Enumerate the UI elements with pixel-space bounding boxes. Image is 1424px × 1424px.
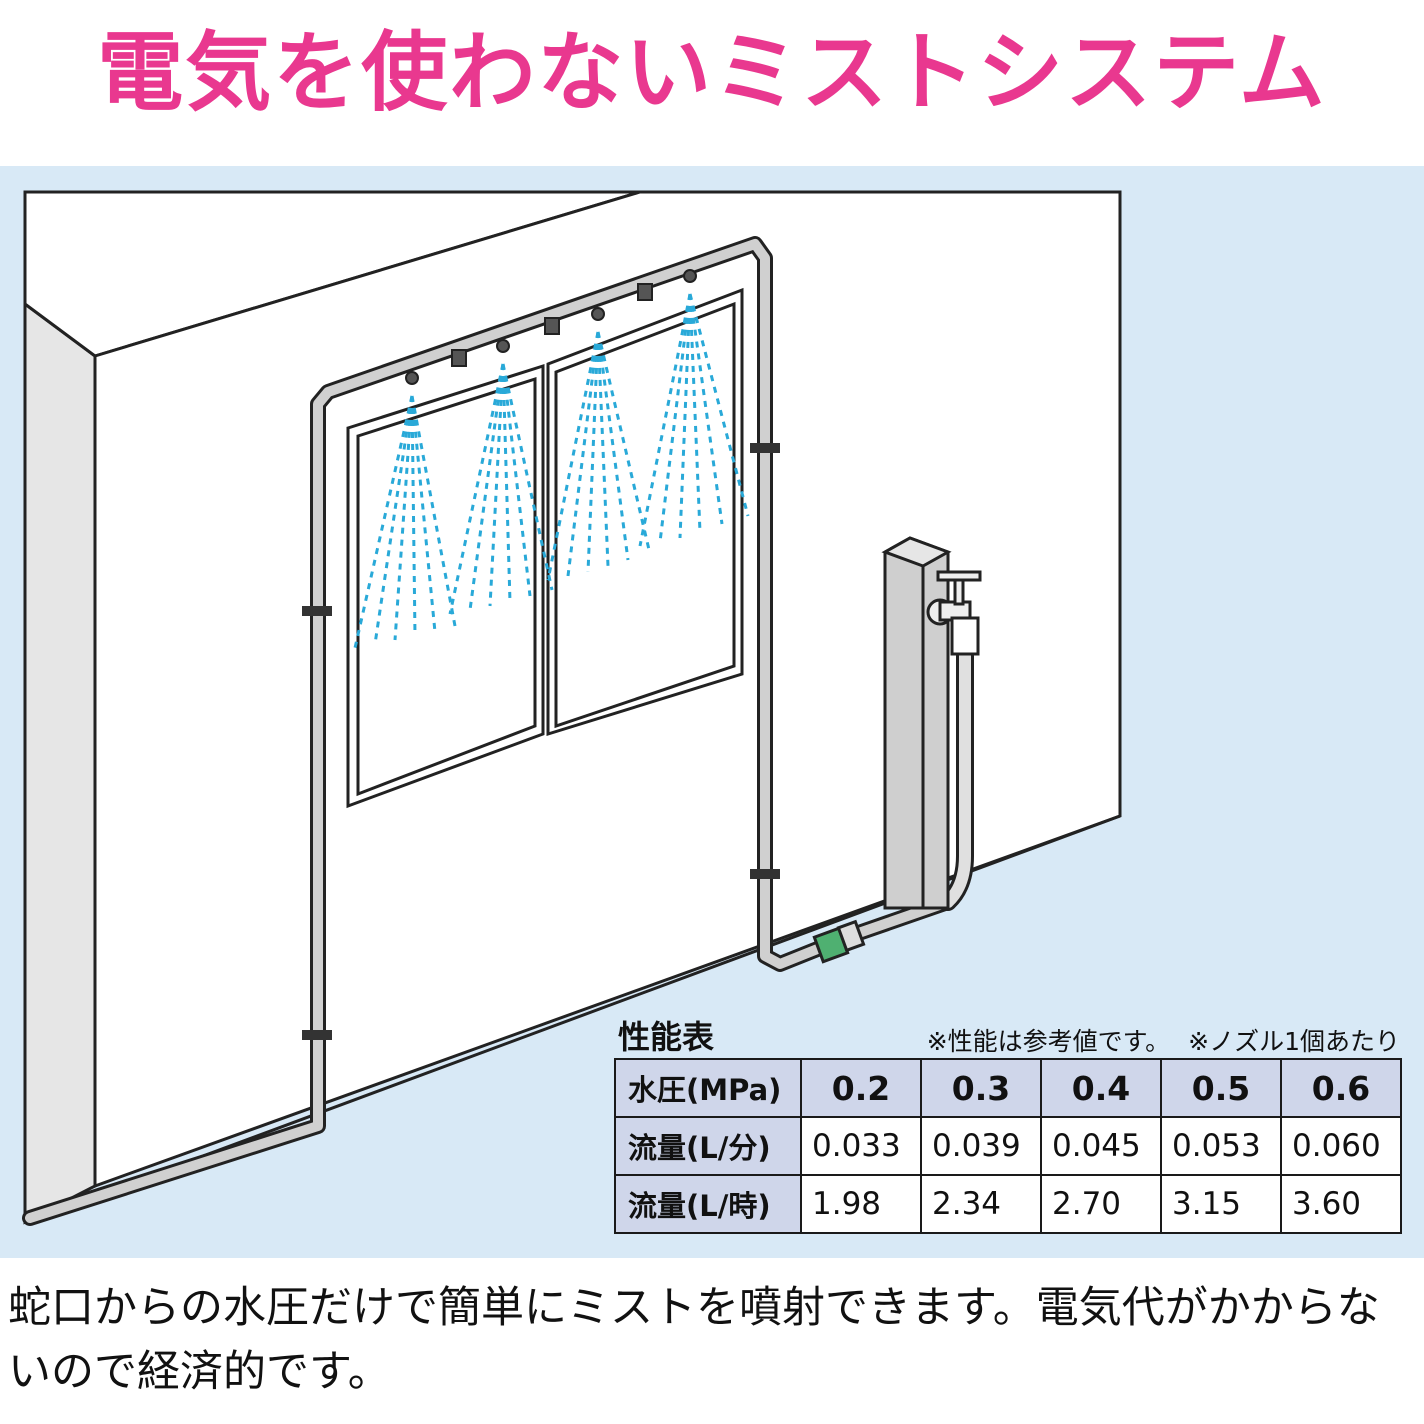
flow-cell: 0.045 — [1040, 1116, 1162, 1176]
table-note-per-nozzle: ※ノズル1個あたり — [1188, 1027, 1400, 1056]
flow-per-minute-header: 流量(L/分) — [614, 1116, 802, 1176]
pressure-cell: 0.3 — [920, 1058, 1042, 1118]
mist-pipe — [22, 236, 974, 1226]
mist-spray — [353, 293, 750, 649]
flow-cell: 0.033 — [800, 1116, 922, 1176]
flow-cell: 1.98 — [800, 1174, 922, 1234]
flow-cell: 2.70 — [1040, 1174, 1162, 1234]
table-title: 性能表 — [618, 1018, 715, 1056]
pressure-cell: 0.2 — [800, 1058, 922, 1118]
flow-cell: 3.15 — [1160, 1174, 1282, 1234]
table-row: 流量(L/分) 0.033 0.039 0.045 0.053 0.060 — [614, 1116, 1402, 1176]
performance-table: 水圧(MPa) 0.2 0.3 0.4 0.5 0.6 流量(L/分) 0.03… — [614, 1058, 1402, 1234]
pressure-row-header: 水圧(MPa) — [614, 1058, 802, 1118]
flow-cell: 3.60 — [1280, 1174, 1402, 1234]
description-text: 蛇口からの水圧だけで簡単にミストを噴射できます。電気代がかからないので経済的です… — [8, 1283, 1380, 1397]
table-note-reference: ※性能は参考値です。 — [926, 1027, 1171, 1056]
window-frame — [346, 287, 744, 809]
flow-per-hour-header: 流量(L/時) — [614, 1174, 802, 1234]
pressure-cell: 0.6 — [1280, 1058, 1402, 1118]
pipe-clips — [302, 443, 780, 1040]
water-post — [881, 536, 952, 910]
wall-side-face — [23, 301, 97, 1225]
page-title: 電気を使わないミストシステム — [97, 23, 1327, 123]
table-caption: 性能表 ※性能は参考値です。 ※ノズル1個あたり — [614, 1010, 1400, 1058]
table-row: 水圧(MPa) 0.2 0.3 0.4 0.5 0.6 — [614, 1058, 1402, 1118]
flow-cell: 0.053 — [1160, 1116, 1282, 1176]
pressure-cell: 0.4 — [1040, 1058, 1162, 1118]
pressure-cell: 0.5 — [1160, 1058, 1282, 1118]
nozzles — [405, 269, 697, 385]
table-row: 流量(L/時) 1.98 2.34 2.70 3.15 3.60 — [614, 1174, 1402, 1234]
flow-cell: 0.060 — [1280, 1116, 1402, 1176]
hose-connector — [812, 919, 866, 964]
performance-table-block: 性能表 ※性能は参考値です。 ※ノズル1個あたり 水圧(MPa) 0.2 0.3 … — [614, 1010, 1402, 1234]
flow-cell: 0.039 — [920, 1116, 1042, 1176]
wall-front — [93, 190, 1122, 1189]
faucet — [926, 570, 982, 656]
flow-cell: 2.34 — [920, 1174, 1042, 1234]
table-notes: ※性能は参考値です。 ※ノズル1個あたり — [909, 1022, 1400, 1058]
